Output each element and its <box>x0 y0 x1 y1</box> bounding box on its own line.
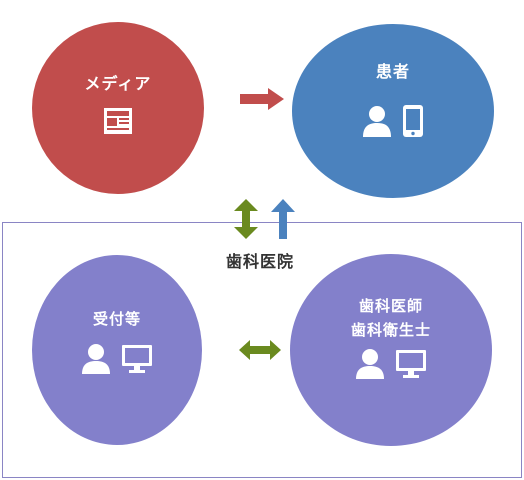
reception-icons <box>32 343 202 375</box>
smartphone-icon <box>403 105 423 137</box>
person-icon <box>356 349 384 379</box>
arrow-media-to-patient <box>240 88 284 110</box>
newspaper-icon <box>104 108 132 134</box>
person-icon <box>82 344 110 374</box>
media-label: メディア <box>84 74 152 93</box>
reception-node: 受付等 <box>32 255 202 445</box>
hygienist-label: 歯科衛生士 <box>350 321 431 339</box>
dental-staff-icons <box>290 348 492 380</box>
arrow-patient-clinic-bidirectional <box>234 199 258 239</box>
arrow-clinic-to-patient <box>271 199 295 239</box>
patient-node: 患者 <box>292 24 494 198</box>
arrow-reception-doctors-bidirectional <box>239 340 281 360</box>
dentist-label: 歯科医師 <box>358 297 423 315</box>
monitor-icon <box>396 350 426 378</box>
media-icons <box>32 106 204 136</box>
clinic-boundary-box <box>2 222 522 478</box>
dental-staff-node: 歯科医師 歯科衛生士 <box>290 254 492 446</box>
reception-label: 受付等 <box>92 310 141 328</box>
clinic-label: 歯科医院 <box>225 252 294 271</box>
patient-icons <box>292 104 494 138</box>
monitor-icon <box>122 345 152 373</box>
patient-label: 患者 <box>375 62 410 81</box>
person-icon <box>363 106 391 137</box>
media-node: メディア <box>32 22 204 194</box>
